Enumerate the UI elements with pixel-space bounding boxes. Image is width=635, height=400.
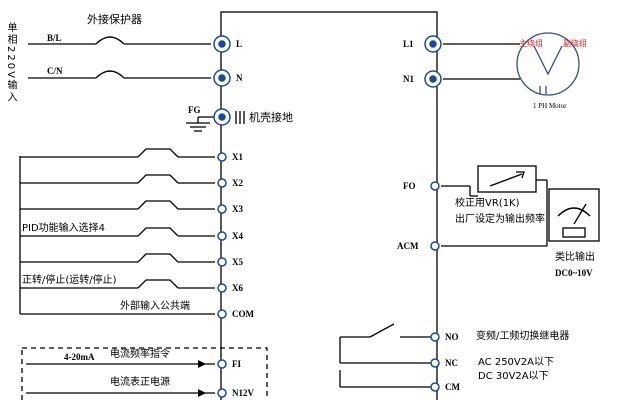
terminal-ACM-label: ACM bbox=[397, 241, 419, 251]
terminal-CM-label: CM bbox=[445, 382, 460, 392]
analog-input-box bbox=[21, 347, 268, 400]
protector-label: 外接保护器 bbox=[87, 13, 142, 26]
fg-label: FG bbox=[188, 105, 201, 115]
line-label: B/L bbox=[47, 33, 62, 43]
protector-switch-N bbox=[88, 70, 132, 79]
protector-switch-L bbox=[88, 36, 132, 45]
terminal-X6-label: X6 bbox=[232, 283, 243, 293]
aux-winding-label: 副绕组 bbox=[563, 39, 587, 48]
dc-range-label: DC0~10V bbox=[555, 268, 593, 278]
vr-label: 校正用VR(1K) bbox=[455, 198, 520, 209]
terminal-L-label: L bbox=[236, 39, 243, 49]
supply-input-label: 单相220V输入 bbox=[5, 22, 16, 104]
relay-desc-label: 变频/工频切换继电器 bbox=[476, 331, 570, 342]
terminal-NO-label: NO bbox=[445, 332, 459, 342]
terminal-FO-label: FO bbox=[403, 181, 416, 191]
run-stop-label: 正转/停止(运转/停止) bbox=[22, 275, 117, 286]
motor-caption: 1 PH Motor bbox=[533, 102, 567, 110]
relay-contact bbox=[369, 323, 395, 338]
freq-command-label: 电流频率指令 bbox=[110, 349, 170, 360]
terminal-N-label: N bbox=[236, 73, 243, 83]
terminal-X3-label: X3 bbox=[232, 204, 243, 214]
terminal-X1-label: X1 bbox=[232, 152, 243, 162]
chassis-ground-label: 机壳接地 bbox=[249, 111, 293, 124]
ac-rating-label: AC 250V2A以下 bbox=[478, 357, 554, 368]
main-winding-label: 主绕组 bbox=[519, 39, 543, 48]
analog-output-label: 类比输出 bbox=[555, 252, 595, 263]
current-input-label: 4-20mA bbox=[64, 352, 95, 362]
right-terminals bbox=[424, 35, 442, 392]
common-input-label: 外部输入公共端 bbox=[120, 301, 190, 312]
analog-meter bbox=[548, 188, 600, 242]
neutral-label: C/N bbox=[47, 66, 63, 76]
inverter-box bbox=[220, 11, 438, 400]
dc-rating-label: DC 30V2A以下 bbox=[478, 371, 549, 382]
input-switches bbox=[20, 148, 215, 289]
terminal-NC-label: NC bbox=[445, 358, 458, 368]
terminal-L1-label: L1 bbox=[403, 39, 414, 49]
meter-power-label: 电流表正电源 bbox=[110, 377, 170, 388]
terminal-COM-label: COM bbox=[232, 309, 254, 319]
terminal-X4-label: X4 bbox=[232, 231, 243, 241]
terminal-X5-label: X5 bbox=[232, 257, 243, 267]
factory-setting-label: 出厂设定为输出频率 bbox=[455, 214, 545, 225]
vr-resistor bbox=[477, 165, 537, 193]
left-terminals bbox=[213, 35, 231, 398]
terminal-N12V-label: N12V bbox=[232, 388, 254, 398]
motor-circle bbox=[516, 32, 580, 96]
terminal-FI-label: FI bbox=[232, 359, 241, 369]
terminal-N1-label: N1 bbox=[403, 74, 414, 84]
pid-input-label: PID功能输入选择4 bbox=[22, 223, 106, 234]
terminal-X2-label: X2 bbox=[232, 178, 243, 188]
